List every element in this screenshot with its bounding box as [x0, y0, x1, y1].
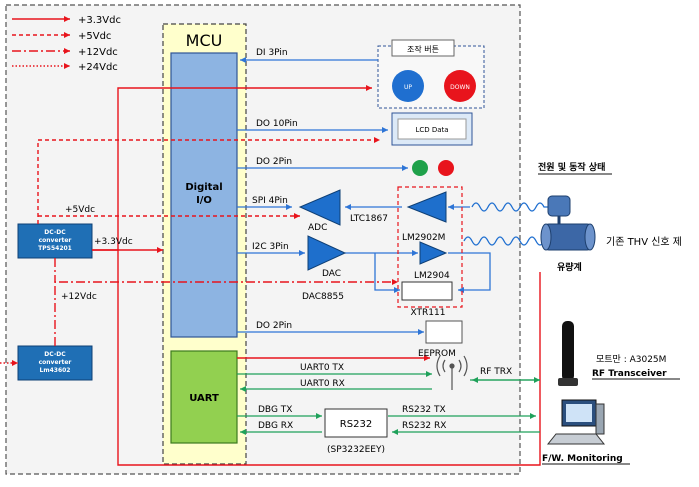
flow-meter-icon [540, 195, 596, 251]
adc-label: ADC [308, 223, 327, 233]
signal-do2a-label: DO 2Pin [256, 157, 292, 167]
digital-io-block [170, 52, 238, 338]
lm2904-amplifier [419, 241, 448, 265]
down-button [444, 70, 476, 102]
digital-io-label-1: Digital [185, 182, 222, 193]
button-group-title: 조작 버튼 [407, 44, 439, 54]
sensor-wave-signals [463, 202, 550, 246]
dac-amplifier [307, 235, 347, 271]
signal-do2b-label: DO 2Pin [256, 321, 292, 331]
adc-amplifier [298, 189, 341, 226]
digital-signal-lines [237, 57, 491, 335]
voltage-12v-label: +12Vdc [61, 292, 97, 302]
legend: +3.3Vdc +5Vdc +12Vdc +24Vdc [12, 15, 121, 73]
dbg-tx-label: DBG TX [258, 405, 292, 415]
dcdc2-line2: converter [39, 359, 72, 366]
lcd-screen [397, 118, 467, 140]
rs232-tx-label: RS232 TX [402, 405, 446, 415]
dbg-rx-label: DBG RX [258, 421, 293, 431]
lm2902m-amplifier [406, 191, 447, 223]
rs232-rx-label: RS232 RX [402, 421, 446, 431]
uart-label: UART [189, 393, 219, 404]
down-button-label: DOWN [450, 84, 470, 91]
mcu-label: MCU [186, 31, 223, 50]
signal-i2c-label: I2C 3Pin [252, 242, 289, 252]
dcdc2-line1: DC-DC [44, 351, 66, 358]
uart-rx-label: UART0 RX [300, 379, 345, 389]
legend-label-5v: +5Vdc [78, 31, 111, 42]
legend-label-24v: +24Vdc [78, 62, 118, 73]
rs232-label: RS232 [340, 419, 372, 430]
xtr-label: XTR111 [411, 308, 446, 318]
status-label: 전원 및 동작 상태 [538, 161, 605, 173]
signal-spi-label: SPI 4Pin [252, 196, 288, 206]
lcd-label: LCD Data [415, 126, 448, 134]
rf-transceiver-antenna-icon [558, 321, 578, 386]
button-group-title-box [391, 39, 455, 57]
eeprom-label: EEPROM [418, 349, 456, 359]
ltc-label: LTC1867 [350, 214, 388, 224]
pc-monitoring-label: F/W. Monitoring [542, 454, 623, 464]
dcdc2-line3: Lm43602 [40, 367, 71, 374]
dcdc1-line2: converter [39, 237, 72, 244]
legend-label-12v: +12Vdc [78, 47, 118, 58]
led-red [438, 160, 454, 176]
rf-trx-label: RF TRX [480, 367, 512, 377]
xtr-block [401, 281, 453, 301]
rs232-part-label: (SP3232EEY) [327, 445, 385, 455]
uart-block [170, 350, 238, 444]
voltage-3v3-label: +3.3Vdc [94, 237, 133, 247]
signal-di-label: DI 3Pin [256, 48, 288, 58]
rs232-chip [324, 408, 388, 438]
uart-tx-label: UART0 TX [300, 363, 344, 373]
legend-label-3v3: +3.3Vdc [78, 15, 121, 26]
lm2902m-label: LM2902M [402, 233, 445, 243]
dcdc1-line1: DC-DC [44, 229, 66, 236]
power-lines [0, 85, 541, 466]
dcdc1-line3: TPS54201 [38, 245, 72, 252]
rf-transceiver-label: RF Transceiver [592, 369, 667, 379]
rf-model-label: 모트만 : A3025M [596, 354, 666, 365]
sensor-label: 유량계 [557, 261, 582, 273]
up-button-label: UP [404, 84, 412, 91]
rf-antenna-icon [436, 355, 468, 390]
voltage-5v-label: +5Vdc [65, 205, 95, 215]
digital-io-label-2: I/O [196, 195, 212, 206]
dac-part-label: DAC8855 [302, 292, 344, 302]
signal-do10-label: DO 10Pin [256, 119, 298, 129]
serial-signal-lines [237, 371, 540, 435]
up-button [392, 70, 424, 102]
analog-frontend-box [397, 186, 463, 308]
pc-monitor-icon [546, 399, 606, 445]
led-green [412, 160, 428, 176]
sensor-signal-label: 기존 THV 신호 제 [606, 236, 682, 248]
eeprom-chip [425, 320, 463, 344]
dac-label: DAC [322, 269, 341, 279]
lm2904-label: LM2904 [414, 271, 450, 281]
